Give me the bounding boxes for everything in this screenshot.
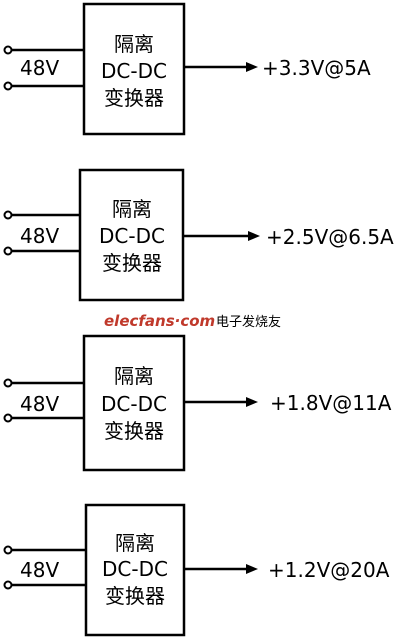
- output-rating-label: +3.3V@5A: [262, 56, 371, 80]
- input-terminal: [3, 580, 13, 590]
- converter-type: DC-DC: [102, 557, 168, 581]
- input-terminal: [3, 413, 13, 423]
- converter-type: DC-DC: [99, 224, 165, 248]
- converter-subtitle: 变换器: [105, 584, 165, 608]
- converter-title: 隔离: [115, 531, 155, 555]
- input-terminal: [3, 545, 13, 555]
- watermark-site-name: 电子发烧友: [216, 314, 281, 330]
- converter-subtitle: 变换器: [104, 419, 164, 443]
- converter-title: 隔离: [112, 197, 152, 221]
- input-terminal: [3, 45, 13, 55]
- input-terminal: [3, 378, 13, 388]
- converter-type: DC-DC: [101, 392, 167, 416]
- input-terminal: [3, 81, 13, 91]
- converter-box: [82, 2, 186, 136]
- converter-subtitle: 变换器: [102, 251, 162, 275]
- watermark-logo: elecfans·com: [104, 312, 215, 330]
- converter-block: 48V 隔离 DC-DC 变换器 +1.8V@11A: [3, 334, 392, 472]
- input-terminal: [3, 210, 13, 220]
- output-arrow-icon: [246, 564, 258, 574]
- output-arrow-icon: [246, 62, 258, 72]
- watermark: elecfans·com 电子发烧友: [104, 312, 281, 330]
- converter-block: 48V 隔离 DC-DC 变换器 +1.2V@20A: [3, 503, 390, 637]
- output-arrow-icon: [246, 397, 258, 407]
- converter-box: [84, 503, 186, 637]
- output-rating-label: +1.2V@20A: [268, 558, 390, 582]
- converter-subtitle: 变换器: [104, 86, 164, 110]
- input-voltage-label: 48V: [20, 56, 59, 80]
- output-rating-label: +1.8V@11A: [270, 391, 392, 415]
- input-voltage-label: 48V: [20, 558, 59, 582]
- converter-box: [78, 168, 185, 302]
- output-arrow-icon: [248, 231, 260, 241]
- converter-block: 48V 隔离 DC-DC 变换器 +3.3V@5A: [3, 2, 371, 136]
- output-rating-label: +2.5V@6.5A: [266, 225, 394, 249]
- input-terminal: [3, 246, 13, 256]
- input-voltage-label: 48V: [20, 224, 59, 248]
- converter-type: DC-DC: [101, 59, 167, 83]
- converter-title: 隔离: [114, 364, 154, 388]
- converter-title: 隔离: [114, 32, 154, 56]
- input-voltage-label: 48V: [20, 392, 59, 416]
- converter-block: 48V 隔离 DC-DC 变换器 +2.5V@6.5A: [3, 168, 394, 302]
